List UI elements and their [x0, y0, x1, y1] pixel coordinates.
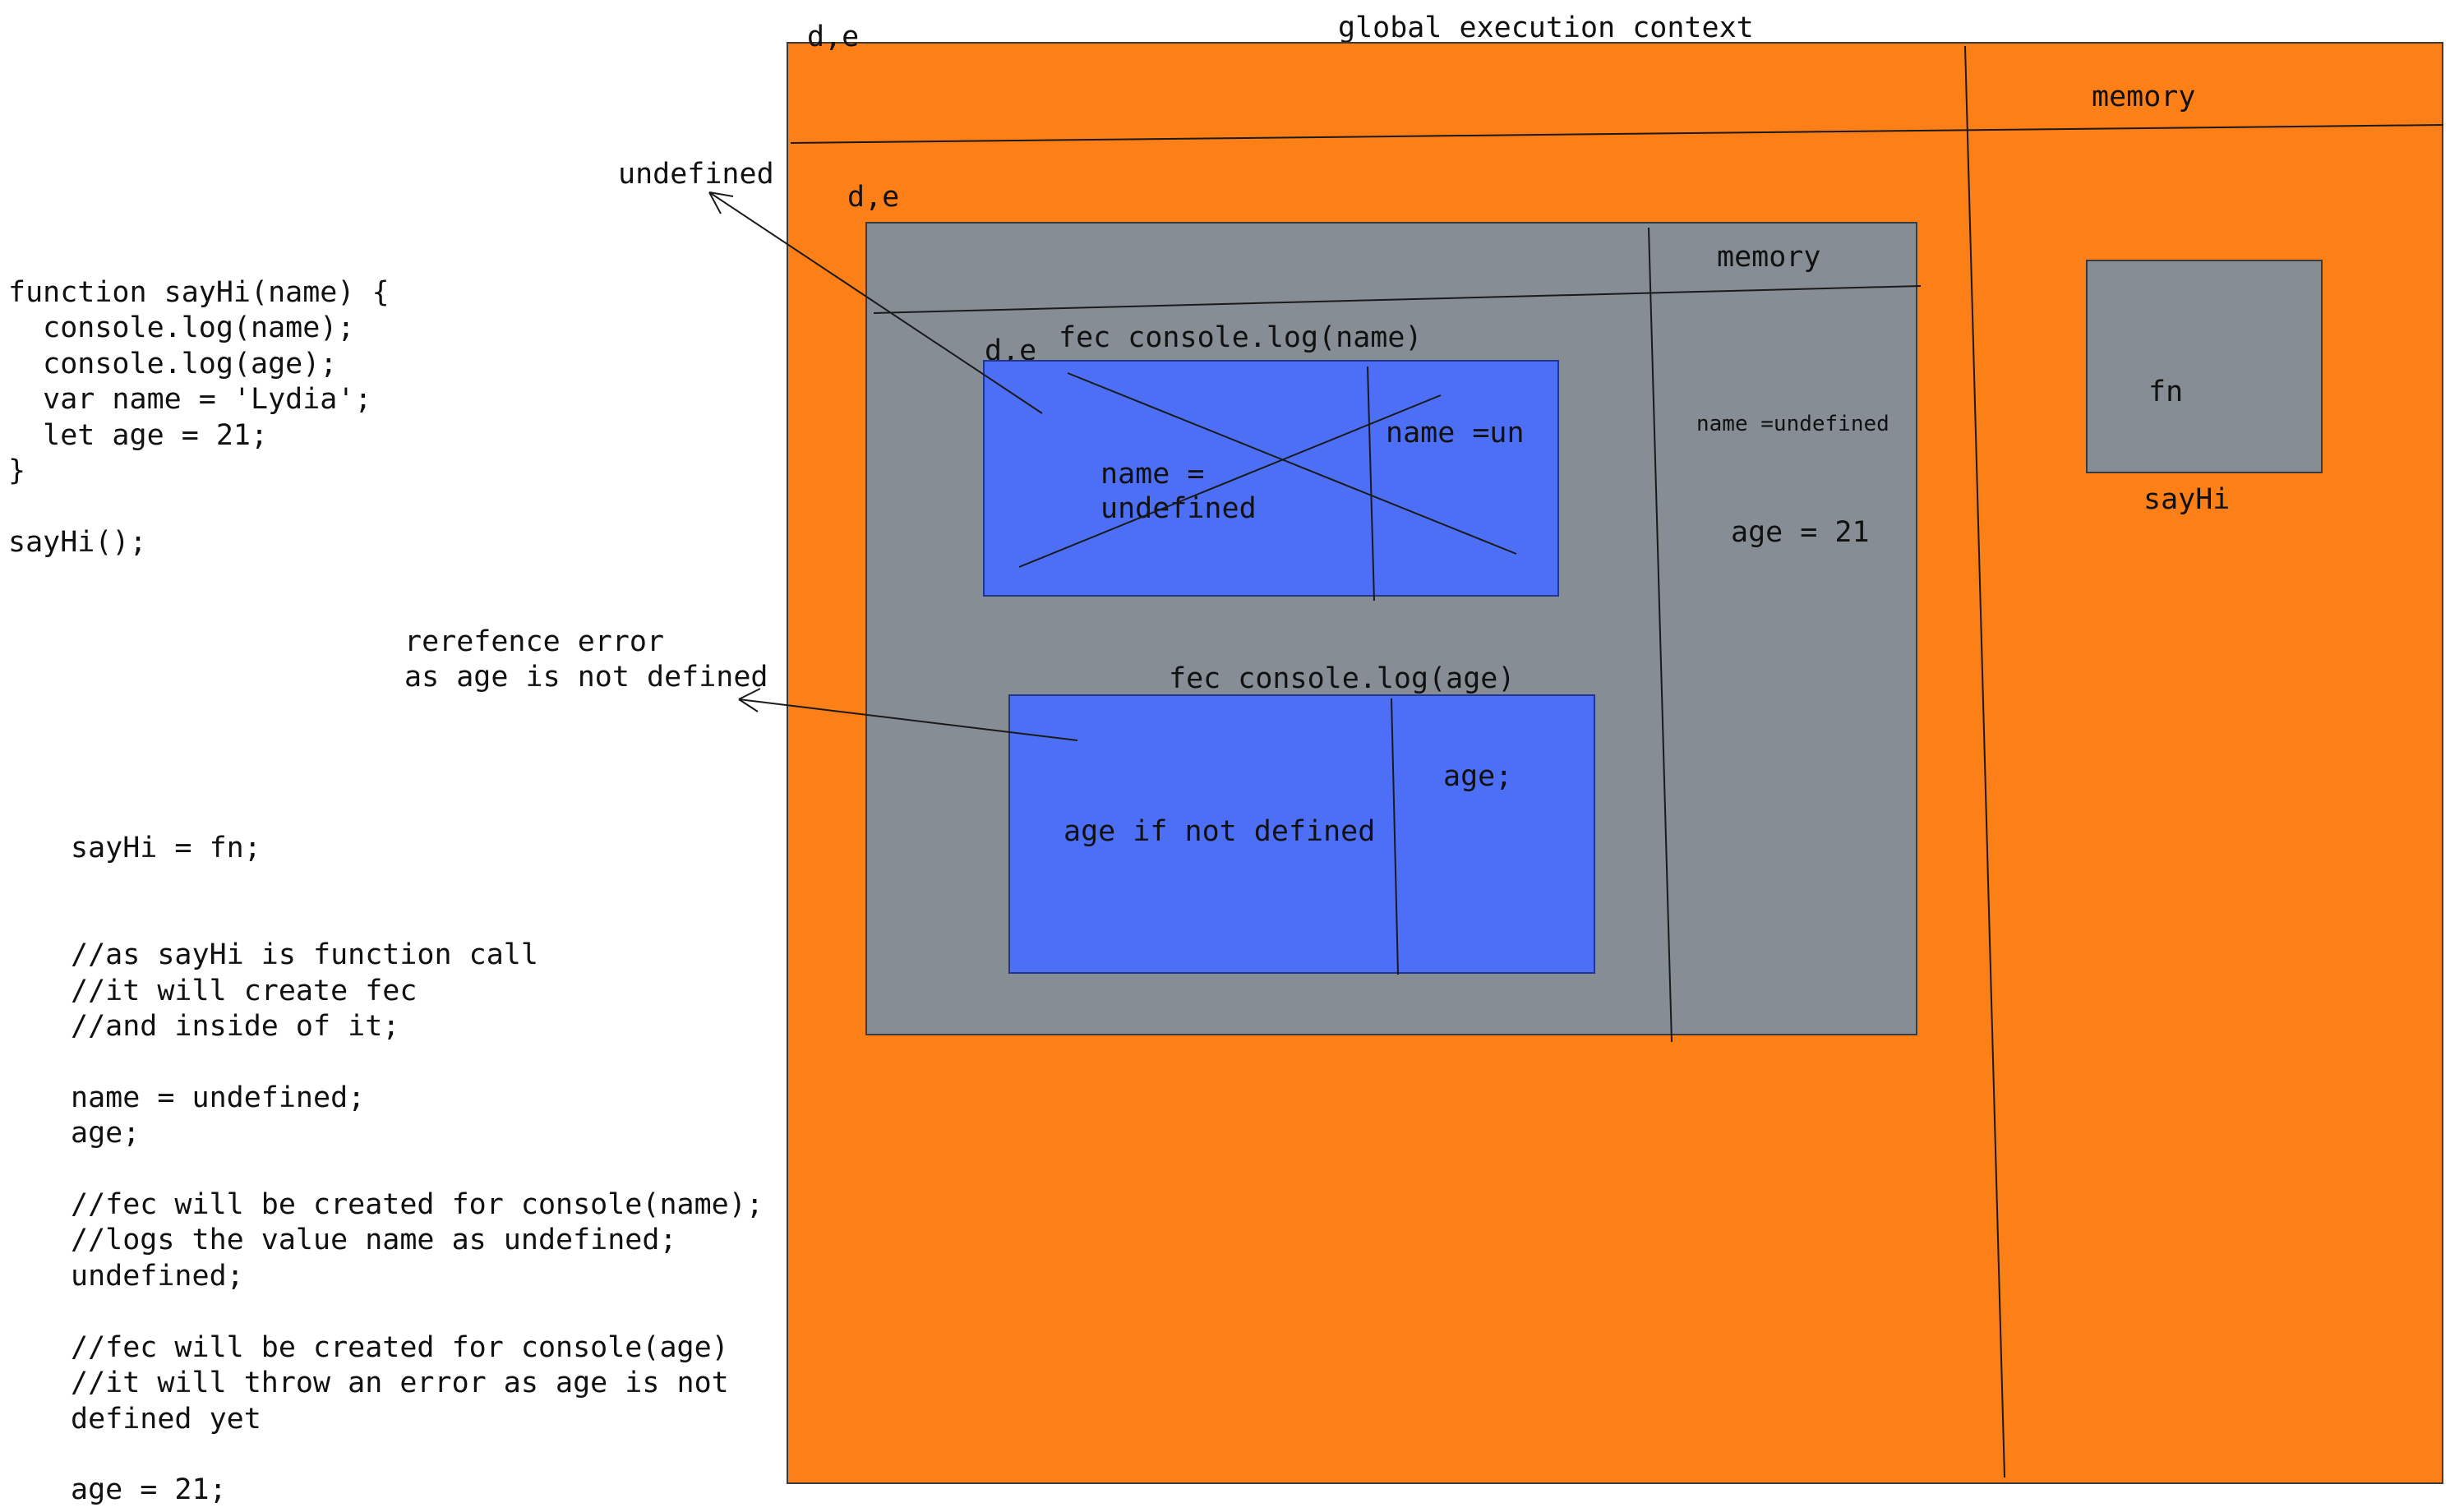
undefined-output-label: undefined: [618, 158, 774, 191]
memory-name-value: name =undefined: [1696, 412, 1889, 436]
memory-age-value: age = 21: [1731, 516, 1870, 549]
function-header-divider: [873, 285, 1922, 314]
fec-age-memory: age;: [1443, 760, 1513, 793]
fec-name-crossout-1: [1067, 372, 1517, 555]
fec-age-content: age if not defined: [1064, 815, 1376, 848]
error-arrowhead-b: [738, 698, 759, 712]
undefined-arrowhead-a: [708, 191, 722, 214]
fec-console-log-name: [983, 360, 1559, 597]
fec-name-memory-divider: [1367, 366, 1375, 602]
error-arrowhead-a: [738, 688, 761, 700]
function-memory-label: memory: [1717, 241, 1821, 274]
error-arrow-line: [738, 698, 1078, 741]
sayhi-fn-box: [2086, 260, 2323, 473]
sayhi-label: sayHi: [2143, 483, 2231, 516]
fec-age-memory-divider: [1391, 698, 1399, 975]
global-header-divider: [790, 124, 2444, 144]
global-de-label: d,e: [807, 21, 860, 53]
fec-name-crossout-2: [1018, 394, 1442, 568]
function-de-label: d,e: [847, 181, 900, 214]
fec-name-content: name = undefined: [1100, 458, 1257, 525]
fn-label: fn: [2148, 376, 2184, 408]
explanation-notes: sayHi = fn; //as sayHi is function call …: [71, 832, 764, 1507]
fec-age-title: fec console.log(age): [1169, 662, 1516, 695]
global-memory-label: memory: [2092, 81, 2196, 113]
fec-console-log-age: [1008, 694, 1595, 974]
fec-name-title: fec console.log(name): [1059, 321, 1423, 354]
global-memory-divider: [1964, 45, 2005, 1478]
global-context-title: global execution context: [1338, 12, 1754, 44]
reference-error-label: rerefence error as age is not defined: [404, 625, 768, 694]
undefined-arrowhead-b: [708, 191, 734, 197]
code-sample: function sayHi(name) { console.log(name)…: [8, 276, 390, 559]
function-memory-divider: [1648, 227, 1673, 1043]
undefined-arrow-line: [708, 191, 1043, 414]
fec-name-memory: name =un: [1386, 417, 1525, 449]
